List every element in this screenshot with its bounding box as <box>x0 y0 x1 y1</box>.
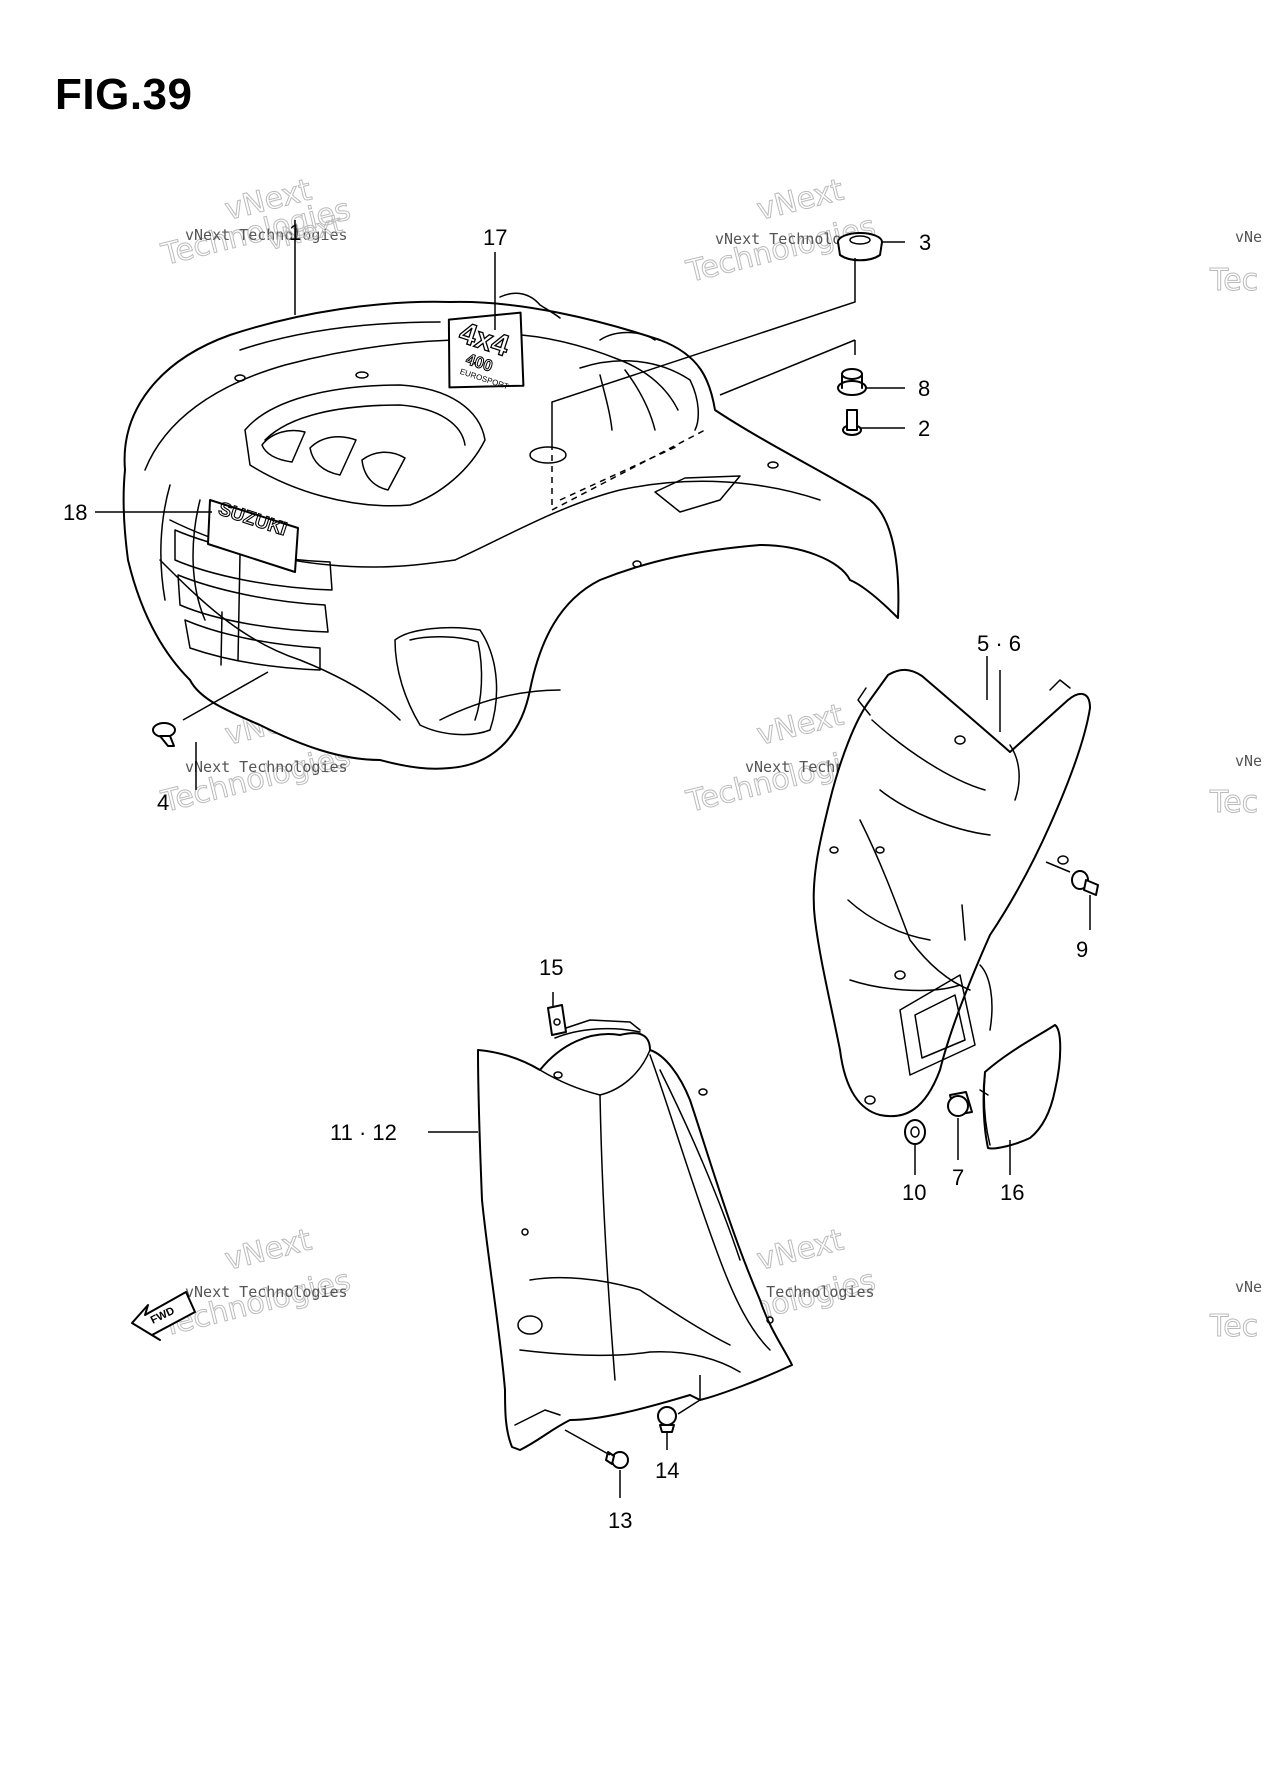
watermark-text: vNext Technologies <box>715 230 878 248</box>
watermark-edge-big: Tec <box>1209 785 1258 820</box>
callout-14: 14 <box>655 1458 679 1483</box>
watermark-big-top: vNext <box>753 698 847 753</box>
screw-4-part <box>152 671 269 790</box>
watermark-text: vNext Technologies <box>185 226 348 244</box>
watermark-edge: vNe <box>1235 228 1262 246</box>
callout-8: 8 <box>918 376 930 401</box>
side-panel-part <box>428 1019 793 1451</box>
watermark-text: vNext Technologies <box>185 758 348 776</box>
cover-part <box>979 1024 1062 1175</box>
callout-16: 16 <box>1000 1180 1024 1205</box>
washer-part <box>904 1119 926 1175</box>
callout-18: 18 <box>63 500 87 525</box>
callout-5-6: 5 · 6 <box>977 631 1021 656</box>
watermark-edge-big: Tec <box>1209 263 1258 298</box>
inner-panel-part <box>812 668 1091 1118</box>
collar-part <box>837 368 905 396</box>
grommet-part <box>837 232 905 262</box>
bolt-14-part <box>657 1375 701 1450</box>
watermark-edge: vNe <box>1235 752 1262 770</box>
watermark-big-top: vNext <box>221 1223 315 1278</box>
callout-4: 4 <box>157 790 169 815</box>
figure-title: FIG.39 <box>55 70 193 119</box>
callout-3: 3 <box>919 230 931 255</box>
watermark-big-top: vNext <box>753 1223 847 1278</box>
suzuki-emblem-decal: SUZUKI <box>207 498 299 573</box>
clip-15-part <box>547 992 567 1036</box>
callout-11-12: 11 · 12 <box>330 1120 397 1145</box>
callout-2: 2 <box>918 416 930 441</box>
callout-9: 9 <box>1076 937 1088 962</box>
callout-labels: 1 3 8 2 17 18 4 5 · 6 9 15 11 · 12 10 7 … <box>63 220 1088 1533</box>
callout-7: 7 <box>952 1165 964 1190</box>
callout-10: 10 <box>902 1180 926 1205</box>
callout-1: 1 <box>289 220 301 245</box>
watermark-edge-big: Tec <box>1209 1309 1258 1344</box>
watermark-text: vNext Technologies <box>185 1283 348 1301</box>
screw-9-part <box>1045 861 1099 930</box>
callout-17: 17 <box>483 225 507 250</box>
callout-15: 15 <box>539 955 563 980</box>
bolt-13-part <box>564 1429 629 1498</box>
front-fender-body <box>122 300 900 770</box>
badge-4x4-decal: 4x4 400 EUROSPORT <box>447 311 525 391</box>
watermark-edge: vNe <box>1235 1278 1262 1296</box>
screw-part <box>842 409 905 436</box>
callout-13: 13 <box>608 1508 632 1533</box>
grommet-7-part <box>947 1091 973 1160</box>
fwd-arrow: FWD <box>131 1291 196 1341</box>
